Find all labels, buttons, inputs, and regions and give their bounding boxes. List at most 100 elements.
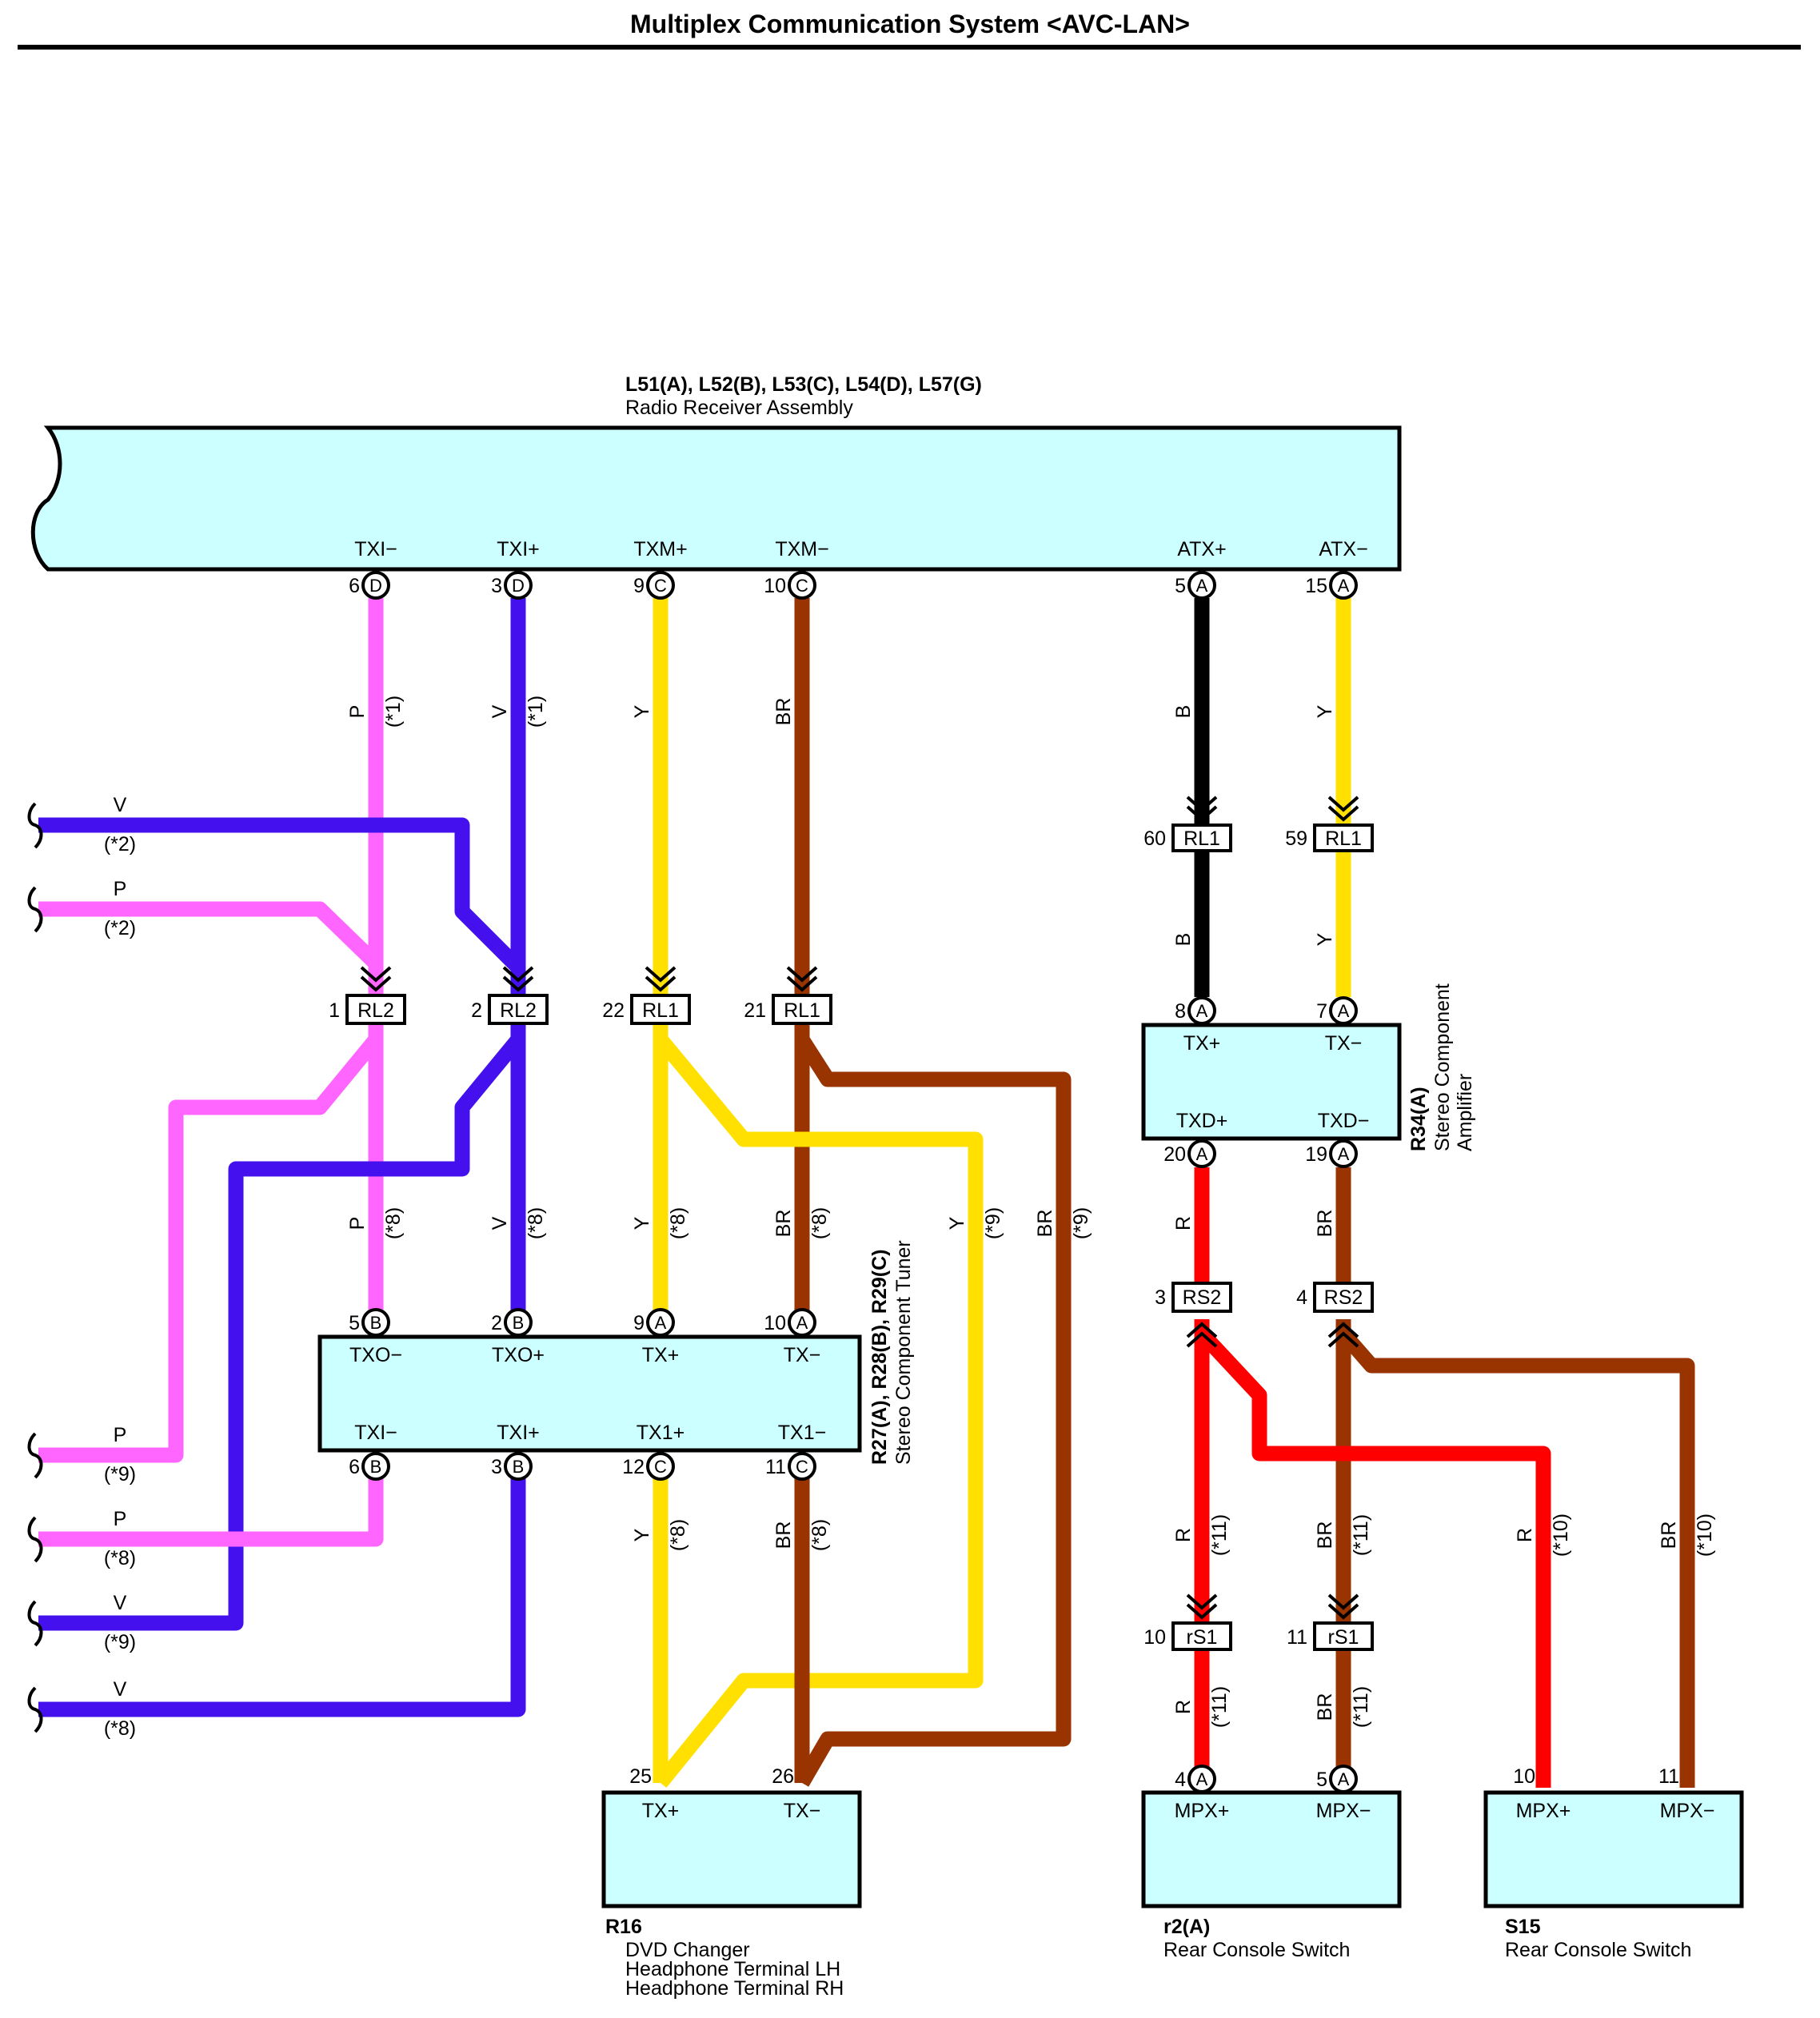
connector-circle <box>788 571 816 600</box>
tuner-bottom-pin-label: TX1+ <box>637 1422 684 1444</box>
junction-number: 1 <box>329 999 340 1022</box>
page-title: Multiplex Communication System <AVC-LAN> <box>630 10 1190 38</box>
wire-color-label: V <box>114 1592 127 1614</box>
wire-color-label: P <box>114 1508 127 1530</box>
radio-receiver-box <box>30 425 1402 572</box>
wire-end-tilde <box>27 1600 43 1647</box>
chevron-down-icon <box>1327 1593 1359 1620</box>
r2-id: r2(A) <box>1163 1916 1210 1938</box>
wire-note-label: (*10) <box>1694 1514 1716 1557</box>
wire-color-label: V <box>489 704 511 718</box>
amp-name-line1: Stereo Component <box>1431 983 1454 1151</box>
wire-color-label: P <box>346 705 369 719</box>
junction-number: 11 <box>1287 1626 1307 1649</box>
connector-letter: A <box>1338 1144 1350 1164</box>
pin-number: 4 <box>1175 1769 1186 1791</box>
wire-color-label: B <box>1172 705 1195 719</box>
radio-pin-label: TXI+ <box>497 538 540 560</box>
junction-connector <box>772 994 832 1025</box>
connector-letter: C <box>796 1457 808 1477</box>
wire-note-label: (*10) <box>1550 1514 1572 1557</box>
wire-color-label: V <box>114 794 127 816</box>
connector-circle <box>788 1452 816 1481</box>
dvd-line3: Headphone Terminal RH <box>625 1977 844 2000</box>
connector-letter: C <box>796 576 808 596</box>
connector-circle <box>646 571 675 600</box>
chevron-up-icon <box>1186 1322 1218 1348</box>
wire-note-label: (*1) <box>525 696 547 728</box>
connector-circle <box>646 1452 675 1481</box>
junction-label: RL1 <box>642 999 679 1022</box>
chevron-down-icon <box>360 966 392 992</box>
wire-end-tilde <box>27 1686 43 1733</box>
wire-note-label: (*11) <box>1350 1686 1372 1728</box>
wire-note-label: (*8) <box>382 1207 405 1239</box>
junction-label: rS1 <box>1187 1626 1218 1649</box>
tuner-top-pin-label: TX− <box>784 1344 821 1366</box>
connector-circle <box>1329 1139 1358 1168</box>
junction-number: 10 <box>1143 1626 1166 1649</box>
tuner-bottom-pin-label: TX1− <box>778 1422 826 1444</box>
connector-circle <box>1187 1765 1216 1793</box>
dvd-changer-box <box>601 1790 862 1908</box>
tuner-box <box>317 1334 862 1453</box>
amplifier-box <box>1141 1023 1402 1141</box>
connector-letter: B <box>370 1313 382 1333</box>
wire-color-label: BR <box>1034 1210 1056 1238</box>
pin-number: 6 <box>349 1456 360 1478</box>
wire-color-label: BR <box>772 1210 795 1238</box>
junction-connector <box>1171 1621 1232 1651</box>
wire-note-label: (*8) <box>808 1519 831 1551</box>
connector-circle <box>646 1308 675 1337</box>
junction-number: 22 <box>602 999 625 1022</box>
chevron-down-icon <box>1186 1593 1218 1620</box>
radio-pin-label: TXM− <box>775 538 828 560</box>
chevron-down-icon <box>1327 796 1359 822</box>
wire-note-label: (*9) <box>1070 1207 1092 1239</box>
pin-number: 10 <box>764 575 786 597</box>
connector-circle <box>361 1452 390 1481</box>
wire-note-label: (*2) <box>104 917 136 939</box>
pin-number: 26 <box>772 1765 794 1788</box>
wire-v-n8 <box>38 1467 526 1717</box>
connector-circle <box>361 1308 390 1337</box>
junction-label: rS1 <box>1328 1626 1359 1649</box>
junction-connector <box>345 994 406 1025</box>
junction-number: 4 <box>1296 1286 1307 1309</box>
dvd-pin-label: TX− <box>784 1800 821 1822</box>
junction-connector <box>1171 824 1232 852</box>
junction-label: RL1 <box>784 999 820 1022</box>
tuner-top-pin-label: TXO− <box>349 1344 402 1366</box>
wire-end-tilde <box>27 1432 43 1479</box>
pin-number: 11 <box>765 1456 786 1478</box>
pin-number: 9 <box>633 575 645 597</box>
junction-number: 21 <box>744 999 766 1022</box>
wire-color-label: P <box>346 1217 369 1230</box>
wire-p-n9 <box>38 1034 382 1463</box>
dvd-line2: Headphone Terminal LH <box>625 1958 840 1980</box>
wire-color-label: Y <box>631 1216 653 1230</box>
wire-note-label: (*2) <box>104 833 136 855</box>
wire-p-n8 <box>38 1467 384 1547</box>
title-rule <box>18 45 1801 50</box>
connector-circle <box>1329 571 1358 600</box>
wire-note-label: (*11) <box>1350 1514 1372 1556</box>
wire-br-rs2-s15 <box>1337 1328 1695 1788</box>
wire-end-tilde <box>27 886 43 933</box>
wire-p-left-n2 <box>38 901 384 995</box>
chevron-up-icon <box>1327 1322 1359 1348</box>
connector-letter: A <box>1196 576 1208 596</box>
wire-color-label: P <box>114 878 127 900</box>
chevron-down-icon <box>502 966 534 992</box>
radio-id: L51(A), L52(B), L53(C), L54(D), L57(G) <box>625 373 982 396</box>
connector-circle <box>504 1452 533 1481</box>
r2-name: Rear Console Switch <box>1163 1939 1350 1961</box>
junction-label: RS2 <box>1183 1286 1222 1309</box>
junction-connector <box>488 994 549 1025</box>
pin-number: 5 <box>1175 575 1186 597</box>
tuner-name: Stereo Component Tuner <box>892 1240 915 1465</box>
junction-number: 2 <box>471 999 482 1022</box>
junction-label: RL1 <box>1183 828 1220 850</box>
pin-number: 6 <box>349 575 360 597</box>
